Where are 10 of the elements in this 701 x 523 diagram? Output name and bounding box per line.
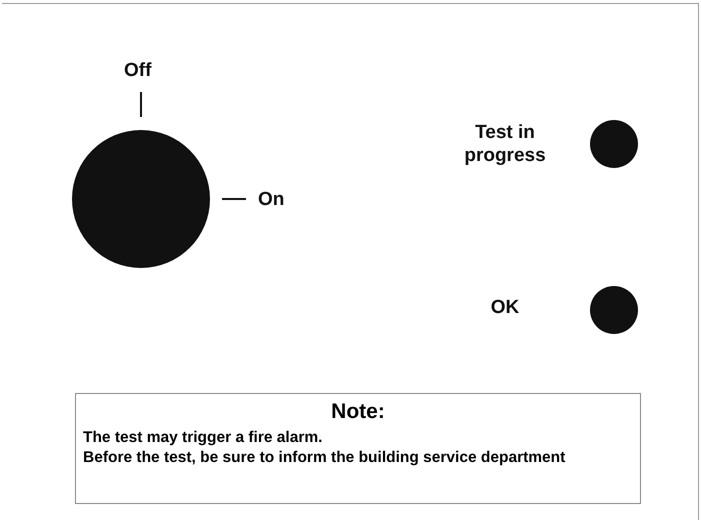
position-label: Off [124, 60, 152, 82]
note-text: The test may trigger a fire alarm. [83, 428, 324, 448]
indicator-lamp [590, 286, 638, 334]
lamp-label: Test in progress [464, 122, 546, 166]
position-label: On [258, 189, 284, 211]
note-box [75, 393, 641, 504]
note-text: Before the test, be sure to inform the building service department [83, 448, 566, 468]
note-heading: Note: [330, 400, 386, 424]
indicator-lamp [590, 120, 638, 168]
lamp-label: OK [490, 297, 520, 318]
